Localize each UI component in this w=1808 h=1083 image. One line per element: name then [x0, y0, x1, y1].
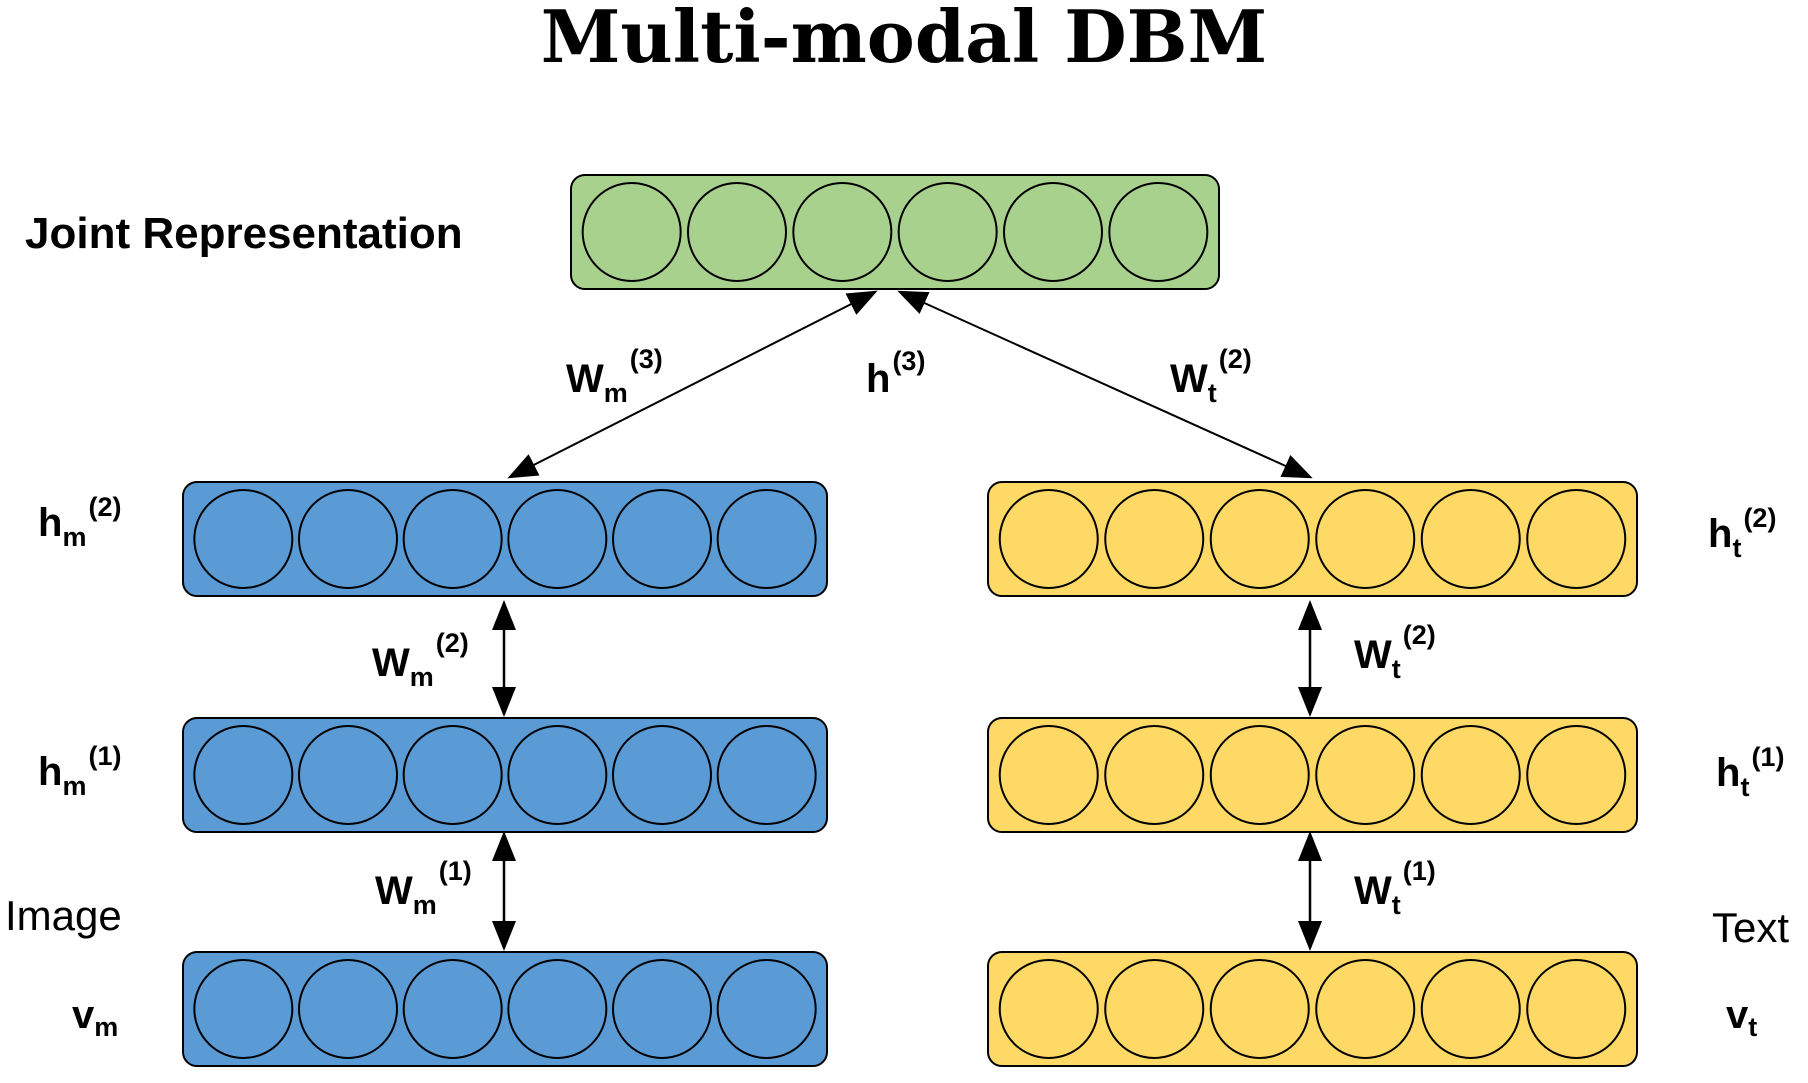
joint-representation-label: Joint Representation [25, 209, 463, 258]
ht2-unit-5 [1420, 489, 1521, 589]
image-hidden-layer-2 [182, 481, 828, 597]
text-hidden-layer-1 [987, 717, 1638, 833]
image-visible-layer [182, 951, 828, 1067]
vt-unit-5 [1420, 959, 1521, 1059]
hm1-unit-4 [507, 725, 608, 825]
image-hidden-layer-1 [182, 717, 828, 833]
text-visible-layer [987, 951, 1638, 1067]
joint-representation-layer [570, 174, 1220, 290]
joint-unit-4 [897, 182, 998, 282]
joint-unit-3 [792, 182, 893, 282]
h3-label: h(3) [866, 346, 925, 401]
hm2-unit-4 [507, 489, 608, 589]
vt-unit-3 [1209, 959, 1310, 1059]
ht2-unit-2 [1104, 489, 1205, 589]
connection-joint-to-hm2 [507, 290, 878, 479]
hm1-unit-3 [402, 725, 503, 825]
hm2-label: hm(2) [38, 492, 121, 552]
joint-unit-1 [581, 182, 682, 282]
ht1-unit-2 [1104, 725, 1205, 825]
hm2-unit-2 [298, 489, 398, 589]
ht2-unit-4 [1315, 489, 1416, 589]
hm2-unit-6 [716, 489, 817, 589]
hm1-unit-5 [612, 725, 712, 825]
hm1-unit-2 [298, 725, 398, 825]
vm-label: vm [72, 993, 118, 1042]
vt-unit-6 [1526, 959, 1627, 1059]
ht1-unit-1 [998, 725, 1099, 825]
vm-unit-3 [402, 959, 503, 1059]
weight-wm3-label: Wm(3) [566, 344, 663, 408]
vm-unit-4 [507, 959, 608, 1059]
hm2-unit-5 [612, 489, 712, 589]
hm2-unit-3 [402, 489, 503, 589]
hm1-label: hm(1) [38, 741, 121, 801]
hm2-unit-1 [193, 489, 294, 589]
weight-wt-top-label: Wt(2) [1170, 344, 1252, 408]
ht2-label: ht(2) [1708, 503, 1776, 563]
vm-unit-2 [298, 959, 398, 1059]
vm-unit-5 [612, 959, 712, 1059]
ht2-unit-3 [1209, 489, 1310, 589]
text-hidden-layer-2 [987, 481, 1638, 597]
vm-unit-6 [716, 959, 817, 1059]
weight-wt1-label: Wt(1) [1354, 856, 1436, 920]
ht1-unit-3 [1209, 725, 1310, 825]
ht2-unit-1 [998, 489, 1099, 589]
vt-unit-2 [1104, 959, 1205, 1059]
ht1-unit-6 [1526, 725, 1627, 825]
weight-wt2-label: Wt(2) [1354, 620, 1436, 684]
weight-wm2-label: Wm(2) [372, 628, 469, 692]
joint-unit-6 [1108, 182, 1209, 282]
vm-unit-1 [193, 959, 294, 1059]
hm1-unit-1 [193, 725, 294, 825]
joint-unit-2 [687, 182, 787, 282]
ht1-unit-5 [1420, 725, 1521, 825]
text-modality-label: Text [1712, 904, 1789, 951]
vt-unit-4 [1315, 959, 1416, 1059]
vt-label: vt [1726, 993, 1757, 1042]
ht2-unit-6 [1526, 489, 1627, 589]
hm1-unit-6 [716, 725, 817, 825]
joint-unit-5 [1003, 182, 1103, 282]
vt-unit-1 [998, 959, 1099, 1059]
connection-joint-to-ht2 [897, 290, 1313, 479]
weight-wm1-label: Wm(1) [375, 856, 472, 920]
ht1-unit-4 [1315, 725, 1416, 825]
image-modality-label: Image [5, 892, 122, 939]
diagram-title: Multi-modal DBM [541, 0, 1268, 79]
ht1-label: ht(1) [1716, 742, 1784, 802]
